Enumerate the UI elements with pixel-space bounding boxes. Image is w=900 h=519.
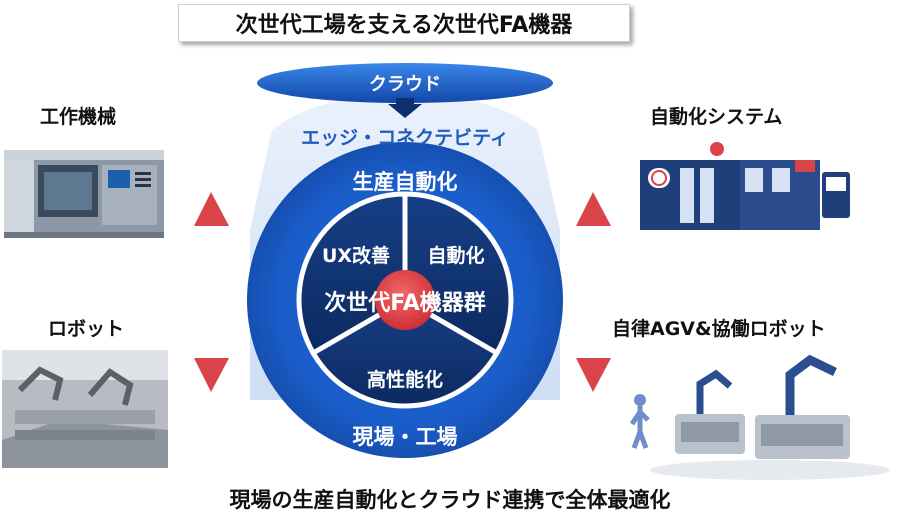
bottom-caption: 現場の生産自動化とクラウド連携で全体最適化 (229, 488, 671, 512)
arrow-top-right (576, 192, 611, 226)
cloud-label: クラウド (369, 74, 441, 95)
segment-performance-label: 高性能化 (367, 368, 443, 391)
machine-tool-illustration (4, 150, 164, 238)
label-automation-system: 自動化システム (650, 106, 783, 128)
automation-system-illustration (640, 142, 850, 230)
robot-line-photo (2, 350, 168, 468)
diagram-title: 次世代工場を支える次世代FA機器 (178, 4, 630, 42)
segment-performance (309, 297, 501, 409)
label-agv-cobot: 自律AGV&協働ロボット (612, 318, 826, 340)
segment-automation-label: 自動化 (427, 244, 484, 267)
label-robot: ロボット (48, 318, 125, 340)
label-machine-tool: 工作機械 (40, 106, 117, 128)
arrow-top-left (194, 192, 229, 226)
direction-arrows (194, 192, 611, 392)
arrow-bottom-left (194, 358, 229, 392)
segment-ux-label: UX改善 (322, 244, 390, 267)
edge-connectivity-label: エッジ・コネクテビティ (301, 127, 509, 149)
center-label: 次世代FA機器群 (324, 290, 486, 316)
center-core (375, 270, 435, 330)
cloud-down-arrow (388, 98, 422, 118)
cloud-node (257, 63, 553, 103)
ring-bottom-label: 現場・工場 (353, 425, 458, 449)
agv-cobot-illustration (629, 354, 890, 480)
ring-top-label: 生産自動化 (353, 170, 458, 194)
arrow-bottom-right (576, 358, 611, 392)
